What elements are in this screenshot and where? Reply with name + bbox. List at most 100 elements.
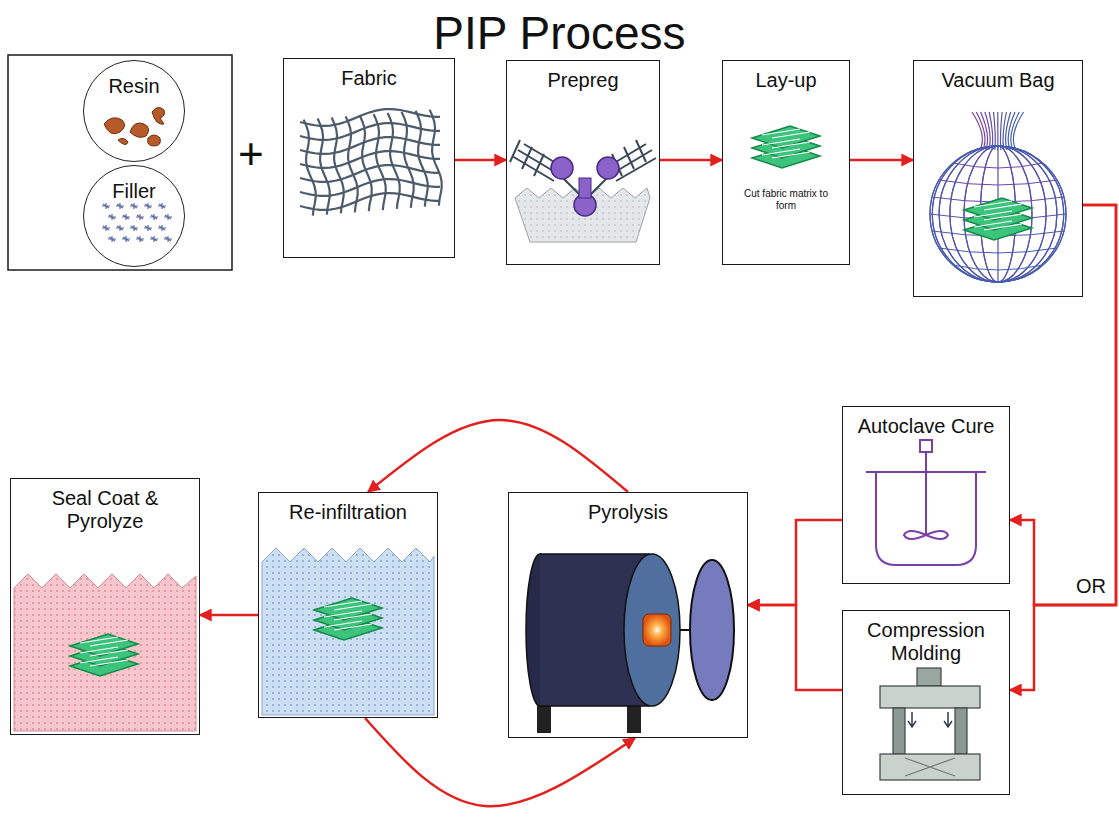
compression-press-part (893, 708, 905, 754)
vacuum-bag-mesh-part (950, 146, 1046, 282)
vacuum-bag-mesh-part (994, 112, 996, 150)
fabric-weave-part (430, 110, 442, 206)
process-box: Compression Molding (842, 610, 1010, 795)
fabric-weave-part (374, 114, 386, 210)
process-box: Prepreg (506, 60, 660, 265)
box-title: Autoclave Cure (858, 415, 995, 438)
vacuum-bag-mesh-part (1013, 112, 1023, 150)
filler-particles-part (158, 203, 166, 209)
ingredient-circle: Filler (83, 165, 185, 267)
vacuum-bag-mesh-part (939, 146, 1057, 282)
flow-arrow (455, 159, 506, 162)
fabric-weave-part (416, 111, 428, 207)
furnace-part (643, 614, 671, 646)
prepreg-machine (510, 140, 656, 242)
furnace-part (537, 705, 551, 733)
process-box: Vacuum Bag (913, 60, 1083, 297)
filler-particles-part (144, 203, 152, 209)
filler-particles-part (102, 225, 110, 231)
flow-arrow (748, 520, 842, 605)
or-label: OR (1074, 575, 1108, 597)
vacuum-bag-mesh-part (932, 146, 1063, 282)
filler-particles-part (150, 236, 158, 242)
filler-particles-part (144, 225, 152, 231)
vacuum-bag-mesh-part (930, 146, 1066, 282)
compression-press-part (905, 758, 955, 776)
ingredients-box (8, 55, 232, 270)
autoclave-vessel (866, 440, 986, 565)
box-title: Vacuum Bag (941, 69, 1054, 92)
fabric-weave-part (304, 120, 316, 216)
filler-particles-part (136, 214, 144, 220)
vacuum-bag-mesh-part (985, 112, 990, 150)
fabric-weave-part (360, 115, 372, 211)
vacuum-bag-mesh-part (953, 163, 1043, 168)
furnace (526, 554, 734, 733)
resin-pieces-part (104, 118, 125, 134)
filler-particles-part (150, 214, 158, 220)
flow-arrow (748, 605, 842, 690)
ingredient-circle: Resin (83, 60, 185, 162)
vacuum-bag-mesh (930, 112, 1066, 282)
filler-particles-part (130, 203, 138, 209)
vacuum-bag-mesh-part (950, 146, 1046, 282)
filler-particles-part (164, 214, 172, 220)
process-box: Autoclave Cure (842, 406, 1010, 584)
compression-press-part (908, 712, 952, 727)
prepreg-machine-part (560, 175, 610, 200)
box-title: Compression Molding (849, 619, 1003, 665)
compression-press-part (917, 668, 941, 686)
vacuum-bag-mesh-part (997, 112, 998, 150)
autoclave-vessel-part (925, 452, 927, 535)
vacuum-bag-mesh-part (932, 146, 1063, 282)
filler-particles (102, 203, 172, 242)
seal-coat-bath (14, 574, 196, 731)
bagged-stack (964, 198, 1032, 240)
furnace-part (624, 554, 680, 706)
vacuum-bag-mesh-part (939, 248, 1057, 253)
prepreg-machine-part (597, 157, 619, 179)
filler-particles-part (122, 236, 130, 242)
flow-arrow (368, 420, 628, 492)
vacuum-bag-mesh-part (1000, 112, 1002, 150)
process-box: Seal Coat & Pyrolyze (10, 478, 200, 735)
box-title: Fabric (341, 67, 397, 90)
filler-particles-part (122, 214, 130, 220)
box-title: Lay-up (755, 69, 816, 92)
filler-particles-part (158, 225, 166, 231)
process-box: Pyrolysis (508, 492, 748, 738)
box-title: Re-infiltration (289, 501, 407, 524)
filler-particles-part (164, 236, 172, 242)
fabric-weave-part (346, 116, 358, 212)
resin-pieces-part (148, 135, 161, 146)
flow-arrow (1010, 205, 1116, 605)
diagram-title: PIP Process (0, 6, 1119, 60)
flow-arrow (200, 614, 258, 617)
infiltrated-stack (314, 598, 382, 640)
resin-pieces-part (152, 107, 165, 124)
fabric-weave-part (388, 113, 400, 209)
filler-particles-part (116, 203, 124, 209)
flow-arrow (365, 718, 635, 806)
filler-particles-part (102, 203, 110, 209)
box-title: Pyrolysis (588, 501, 668, 524)
autoclave-vessel-part (904, 531, 948, 539)
vacuum-bag-mesh-part (989, 112, 993, 150)
vacuum-bag-mesh-part (939, 146, 1057, 282)
flow-arrow (1010, 205, 1116, 690)
filler-particles-part (136, 236, 144, 242)
vacuum-bag-mesh-part (953, 265, 1043, 270)
vacuum-bag-mesh-part (976, 112, 985, 150)
compression-press (880, 668, 980, 780)
layup-stack (752, 126, 820, 168)
flow-arrow (850, 159, 913, 162)
box-title: Resin (108, 75, 159, 98)
process-box: Fabric (283, 58, 455, 258)
compression-press-part (955, 708, 967, 754)
compression-press-part (880, 686, 980, 708)
furnace-part (627, 705, 641, 733)
plus-sign: + (236, 130, 266, 178)
resin-pieces-part (130, 123, 149, 137)
